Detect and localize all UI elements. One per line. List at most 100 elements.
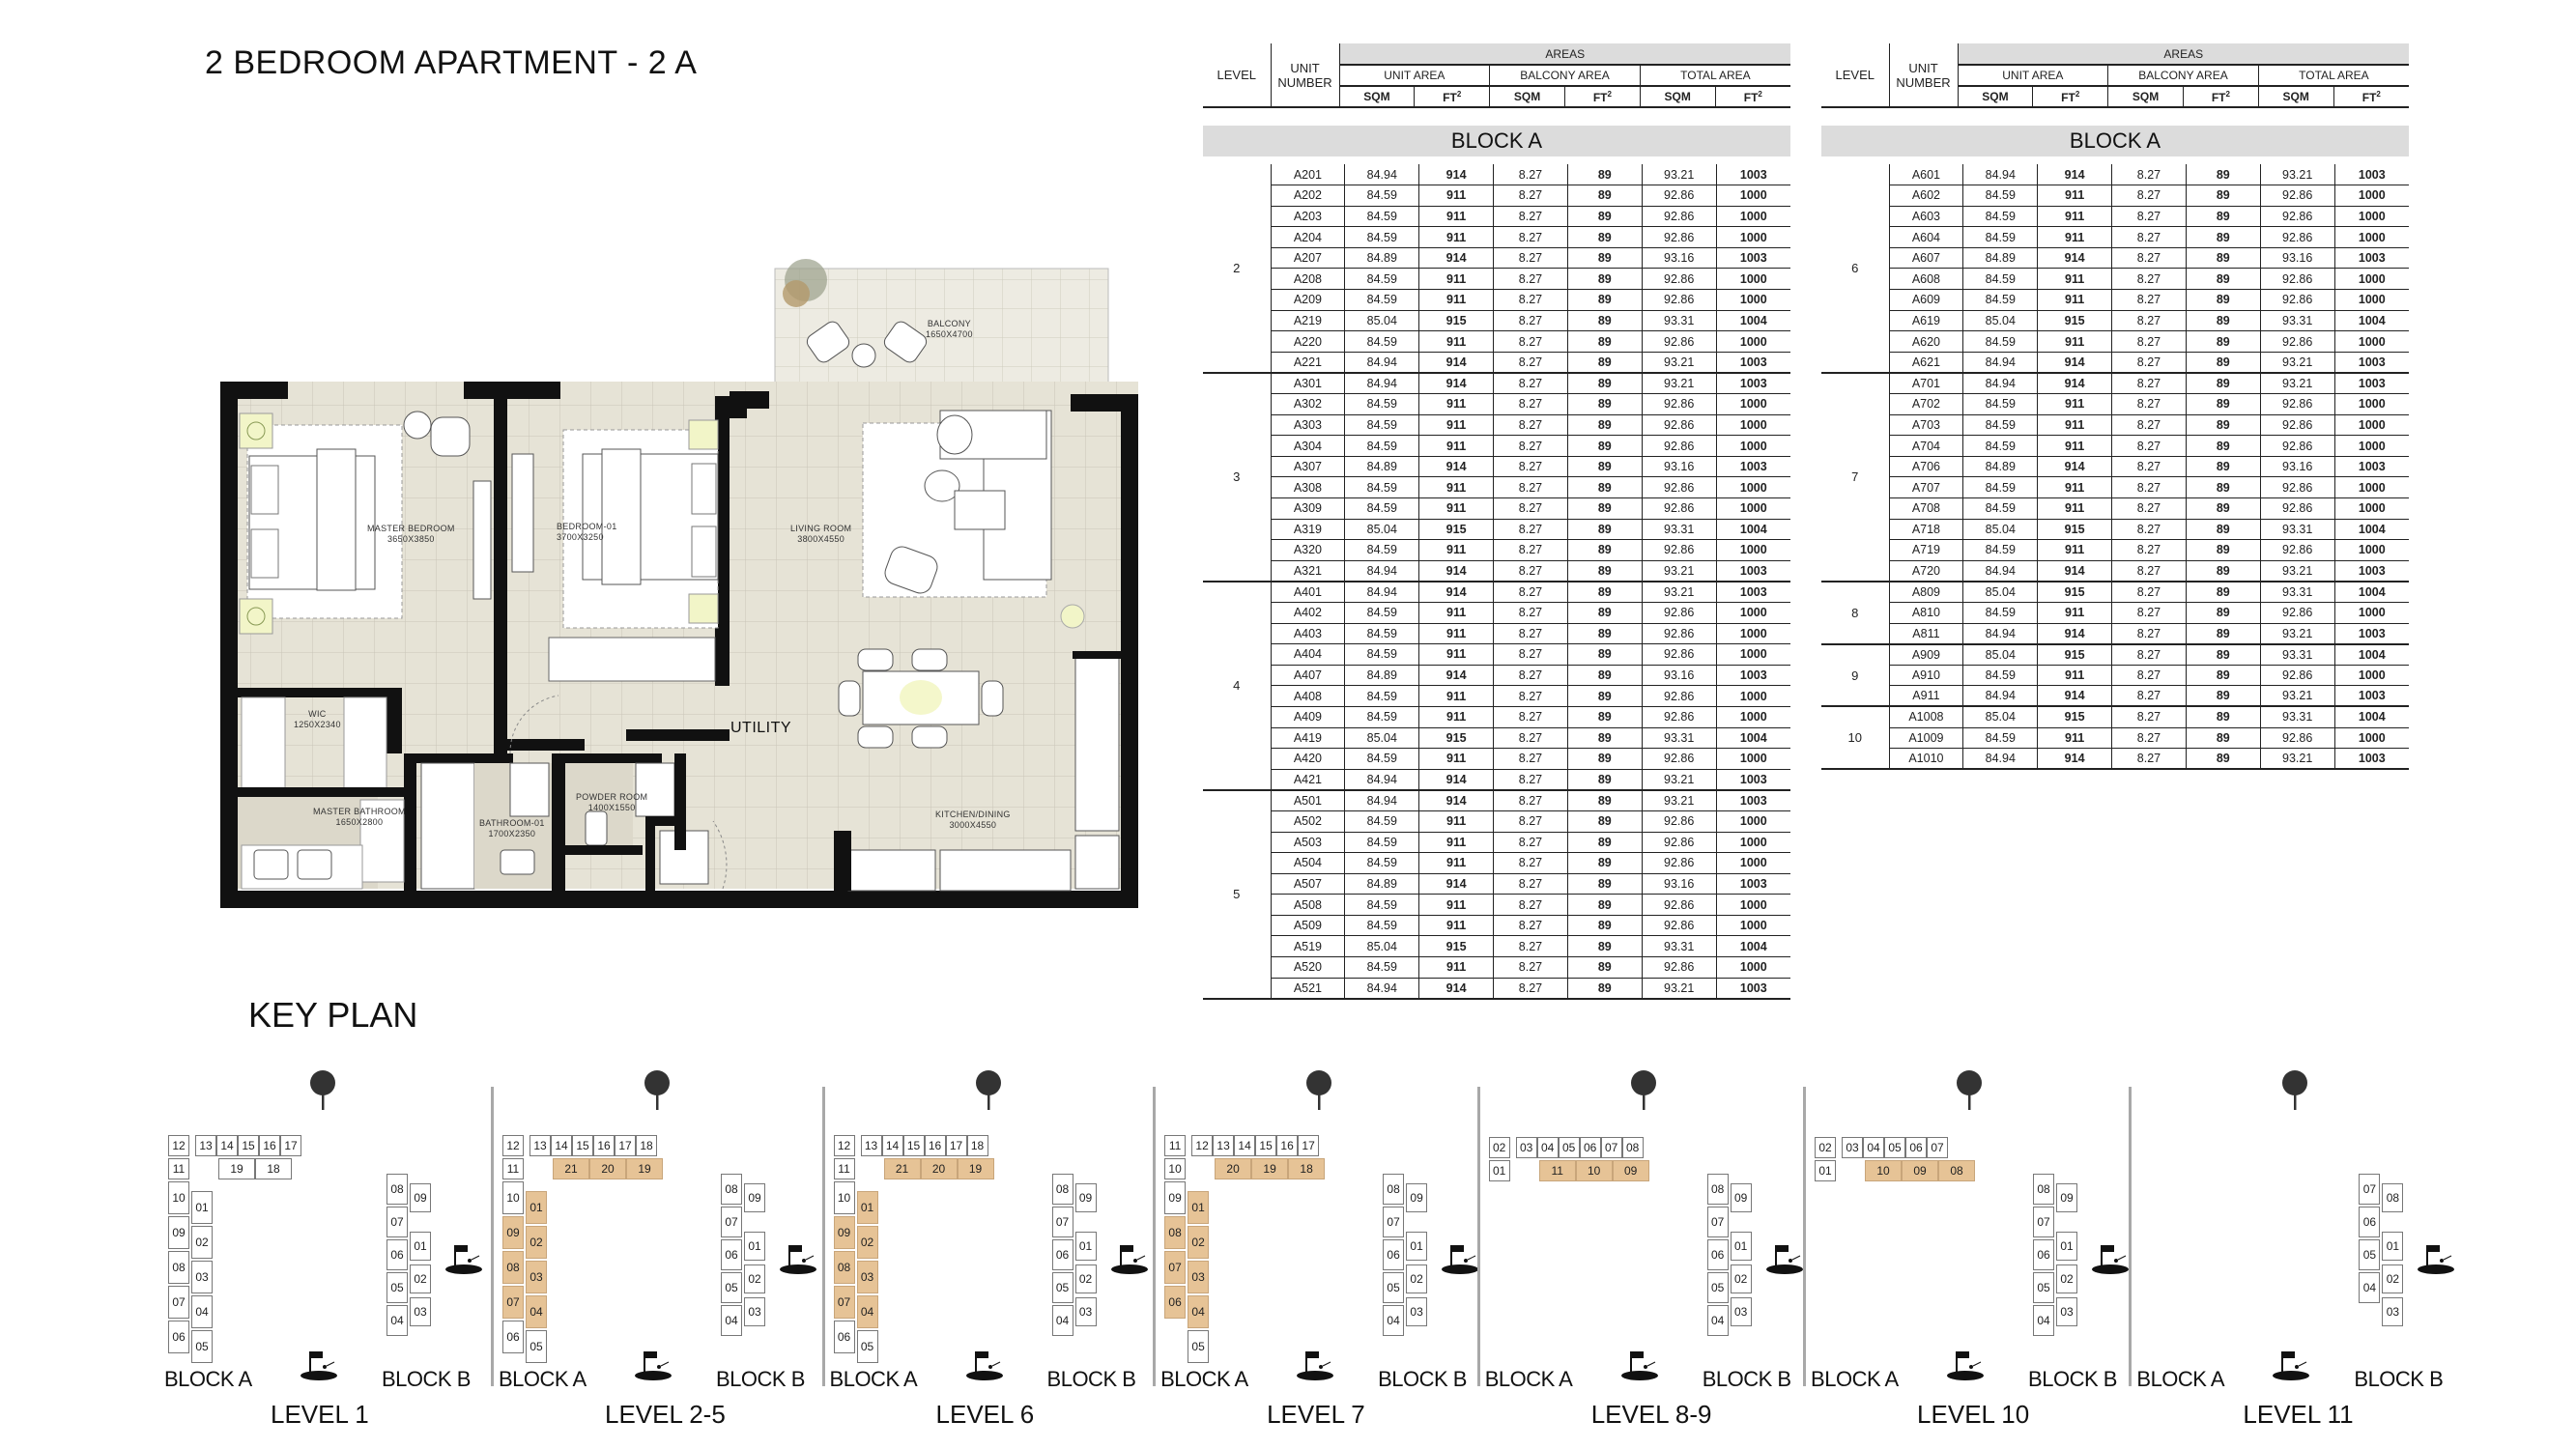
total-ft2-cell: 1003 [2334, 623, 2409, 645]
unit-number-cell: A504 [1271, 852, 1346, 874]
total-ft2-cell: 1003 [1716, 769, 1790, 791]
total-sqm-cell: 93.16 [2260, 247, 2335, 270]
unit-number-cell: A519 [1271, 935, 1346, 958]
unit-area-sqm-cell: 84.94 [1962, 164, 2039, 186]
balcony-ft2-cell: 89 [1567, 956, 1643, 979]
room-name: BEDROOM-01 [557, 522, 617, 531]
block-a-unit: 17 [280, 1135, 301, 1156]
unit-area-ft2-cell: 915 [1418, 310, 1495, 332]
level-cell: 3 [1203, 371, 1272, 582]
total-ft2-cell: 1000 [2334, 226, 2409, 248]
block-a-unit: 01 [1188, 1191, 1210, 1224]
block-b-unit: 08 [721, 1174, 742, 1205]
block-a-unit: 14 [216, 1135, 238, 1156]
unit-area-sqm-cell: 84.59 [1344, 435, 1420, 457]
block-a-unit: 15 [572, 1135, 593, 1156]
header-unit-number: UNIT NUMBER [1271, 43, 1340, 108]
balcony-ft2-cell: 89 [1567, 539, 1643, 561]
unit-area-ft2-cell: 911 [1418, 852, 1495, 874]
ft-superscript: 2 [1758, 89, 1762, 99]
balcony-ft2-cell: 89 [1567, 706, 1643, 728]
total-sqm-cell: 93.31 [2260, 519, 2335, 541]
block-a-unit: 19 [957, 1158, 994, 1179]
room-label-kitchen-dining: KITCHEN/DINING 3000X4550 [935, 810, 1011, 832]
unit-area-sqm-cell: 84.59 [1344, 414, 1420, 437]
unit-area-sqm-cell: 84.59 [1344, 748, 1420, 770]
block-a-unit: 20 [1215, 1158, 1252, 1179]
block-a-unit: 07 [1927, 1137, 1949, 1158]
total-ft2-cell: 1000 [1716, 476, 1790, 498]
block-a-unit: 01 [1488, 1160, 1510, 1181]
balcony-ft2-cell: 89 [2186, 602, 2261, 624]
unit-area-sqm-cell: 84.59 [1962, 435, 2039, 457]
total-sqm-cell: 92.86 [2260, 330, 2335, 353]
room-label-powder-room: POWDER ROOM 1400X1550 [576, 792, 647, 814]
room-label-bathroom-01: BATHROOM-01 1700X2350 [479, 818, 545, 840]
total-ft2-cell: 1003 [1716, 665, 1790, 687]
unit-area-ft2-cell: 911 [2037, 185, 2113, 207]
unit-area-ft2-cell: 914 [1418, 560, 1495, 582]
block-a-unit: 09 [833, 1216, 855, 1249]
block-b-unit: 06 [386, 1239, 408, 1270]
block-a-unit: 07 [1164, 1251, 1187, 1284]
unit-area-sqm-cell: 85.04 [1344, 935, 1420, 958]
block-a-unit: 18 [966, 1135, 988, 1156]
unit-area-sqm-cell: 85.04 [1344, 310, 1420, 332]
total-sqm-cell: 92.86 [1642, 268, 1717, 291]
total-ft2-cell: 1000 [2334, 602, 2409, 624]
level-cell: 2 [1203, 164, 1272, 374]
block-b-unit: 01 [1730, 1232, 1752, 1261]
unit-area-sqm-cell: 84.89 [1344, 873, 1420, 895]
balcony-sqm-cell: 8.27 [2111, 289, 2187, 311]
unit-area-ft2-cell: 911 [2037, 289, 2113, 311]
total-sqm-cell: 92.86 [1642, 206, 1717, 228]
balcony-sqm-cell: 8.27 [1493, 435, 1568, 457]
level-label: LEVEL 6 [935, 1400, 1035, 1429]
total-sqm-cell: 92.86 [2260, 727, 2335, 750]
balcony-sqm-cell: 8.27 [1493, 748, 1568, 770]
balcony-sqm-cell: 8.27 [1493, 706, 1568, 728]
balcony-ft2-cell: 89 [1567, 602, 1643, 624]
block-a-unit: 15 [902, 1135, 925, 1156]
ft-superscript: 2 [2075, 89, 2080, 99]
balcony-ft2-cell: 89 [2186, 268, 2261, 291]
block-b-unit: 02 [410, 1264, 431, 1293]
unit-number-cell: A720 [1889, 560, 1964, 582]
block-a-unit: 09 [502, 1216, 524, 1249]
total-sqm-cell: 93.21 [1642, 580, 1717, 603]
balcony-ft2-cell: 89 [2186, 456, 2261, 478]
block-b-unit: 04 [386, 1305, 408, 1336]
balcony-sqm-cell: 8.27 [1493, 310, 1568, 332]
block-a-label: BLOCK A [829, 1367, 918, 1391]
total-ft2-cell: 1000 [2334, 268, 2409, 291]
balcony-ft2-cell: 89 [2186, 497, 2261, 520]
balcony-ft2-cell: 89 [2186, 164, 2261, 186]
balcony-sqm-cell: 8.27 [2111, 685, 2187, 708]
area-table-left: LEVEL UNIT NUMBER AREAS UNIT AREA BALCON… [1203, 43, 1792, 1000]
unit-area-sqm-cell: 84.59 [1344, 393, 1420, 415]
unit-number-cell: A307 [1271, 456, 1346, 478]
balcony-ft2-cell: 89 [1567, 915, 1643, 937]
floor-plan: MASTER BEDROOM 3650X3850 BEDROOM-01 3700… [220, 251, 1138, 927]
block-b-unit: 07 [2359, 1174, 2381, 1205]
total-ft2-cell: 1000 [1716, 268, 1790, 291]
tree-icon [1956, 1069, 1983, 1112]
balcony-ft2-cell: 89 [1567, 352, 1643, 374]
block-a-unit: 09 [168, 1216, 189, 1249]
block-a-unit: 03 [1188, 1261, 1210, 1293]
unit-area-sqm-cell: 84.94 [1344, 978, 1420, 1000]
total-ft2-cell: 1000 [1716, 643, 1790, 666]
level-cell: 8 [1821, 580, 1890, 645]
